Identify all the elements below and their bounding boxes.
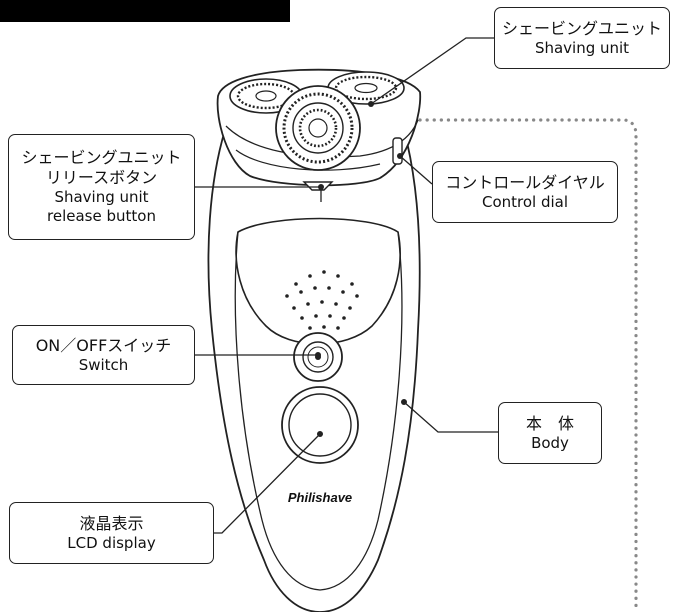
shaving-head xyxy=(216,68,422,191)
label-release-button-jp2: リリースボタン xyxy=(45,168,158,188)
label-release-button: シェービングユニット リリースボタン Shaving unit release … xyxy=(8,134,195,240)
label-switch-en: Switch xyxy=(78,355,129,374)
inner-body-contour xyxy=(234,231,403,591)
label-body-en: Body xyxy=(531,433,569,452)
label-release-button-en1: Shaving unit xyxy=(54,188,149,207)
label-shaving-unit-en: Shaving unit xyxy=(534,38,630,57)
label-lcd-jp: 液晶表示 xyxy=(79,513,144,533)
label-control-dial-jp: コントロールダイヤル xyxy=(445,172,605,192)
leader-shaving-unit xyxy=(370,37,494,105)
leader-dots xyxy=(315,101,407,437)
lcd-display xyxy=(281,386,359,464)
leader-body xyxy=(403,401,498,433)
label-release-button-en2: release button xyxy=(47,207,156,225)
label-body: 本 体 Body xyxy=(498,402,602,464)
label-lcd-en: LCD display xyxy=(67,533,156,552)
label-shaving-unit: シェービングユニット Shaving unit xyxy=(494,7,670,69)
cutter-front xyxy=(275,85,361,171)
dotted-guide-line xyxy=(418,118,638,612)
label-lcd: 液晶表示 LCD display xyxy=(9,502,214,564)
header-bar xyxy=(0,0,290,22)
label-control-dial: コントロールダイヤル Control dial xyxy=(432,161,618,223)
speaker-grille xyxy=(285,270,359,330)
label-control-dial-en: Control dial xyxy=(481,192,569,211)
leader-control-dial xyxy=(399,155,433,185)
leader-lcd xyxy=(214,433,321,534)
label-switch: ON／OFFスイッチ Switch xyxy=(12,325,195,385)
label-shaving-unit-jp: シェービングユニット xyxy=(501,18,662,38)
control-dial[interactable] xyxy=(392,137,403,165)
brand-logo: Philishave xyxy=(288,490,352,505)
label-release-button-jp1: シェービングユニット xyxy=(21,148,182,168)
grip-panel xyxy=(235,217,401,345)
label-body-jp: 本 体 xyxy=(525,413,574,433)
label-switch-jp: ON／OFFスイッチ xyxy=(35,335,172,355)
